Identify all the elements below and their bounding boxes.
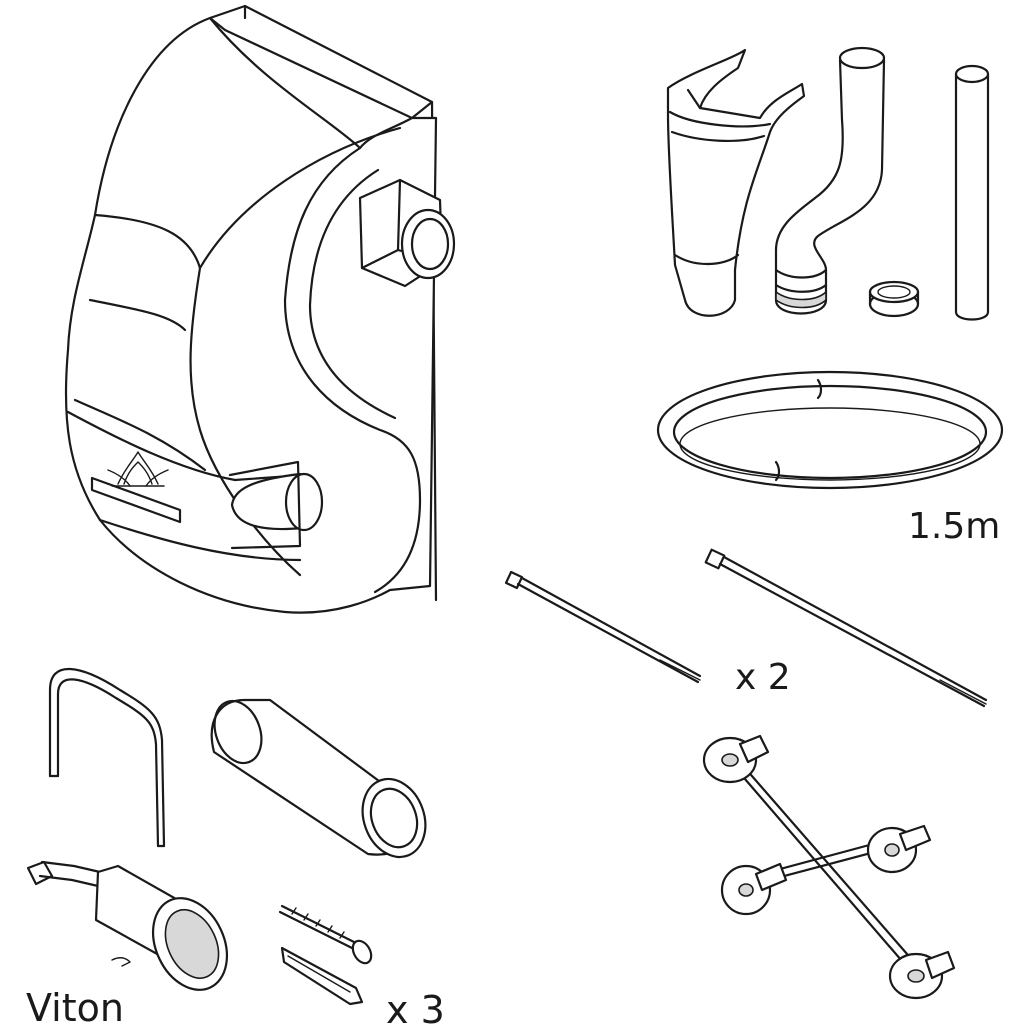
curved-outlet-pipe: [774, 46, 886, 315]
suction-cup: [888, 950, 956, 1000]
screw: [278, 904, 373, 965]
wall-plug: [280, 946, 364, 1006]
coiled-hose: [656, 370, 1004, 490]
screws-quantity-label: x 3: [386, 988, 445, 1032]
suction-cup: [702, 734, 770, 784]
lotus-logo-icon: [107, 451, 169, 487]
suction-cup: [720, 862, 788, 916]
cable-tie-long: [704, 548, 988, 708]
cable-ties-quantity-label: x 2: [735, 657, 791, 698]
straight-tube: [954, 64, 990, 321]
tube-length-label: 1.5m: [908, 506, 1001, 547]
suction-cup-frame: [702, 734, 956, 1000]
bent-rod: [48, 667, 166, 848]
skimmer-funnel: [666, 48, 806, 317]
pump-housing: [64, 4, 456, 614]
foam-sleeve: [210, 698, 427, 859]
valve-cartridge: [26, 860, 228, 991]
hose-clamp: [868, 280, 920, 318]
seal-material-label: Viton: [26, 986, 124, 1030]
suction-cup: [866, 824, 932, 874]
cable-tie-short: [504, 570, 702, 684]
